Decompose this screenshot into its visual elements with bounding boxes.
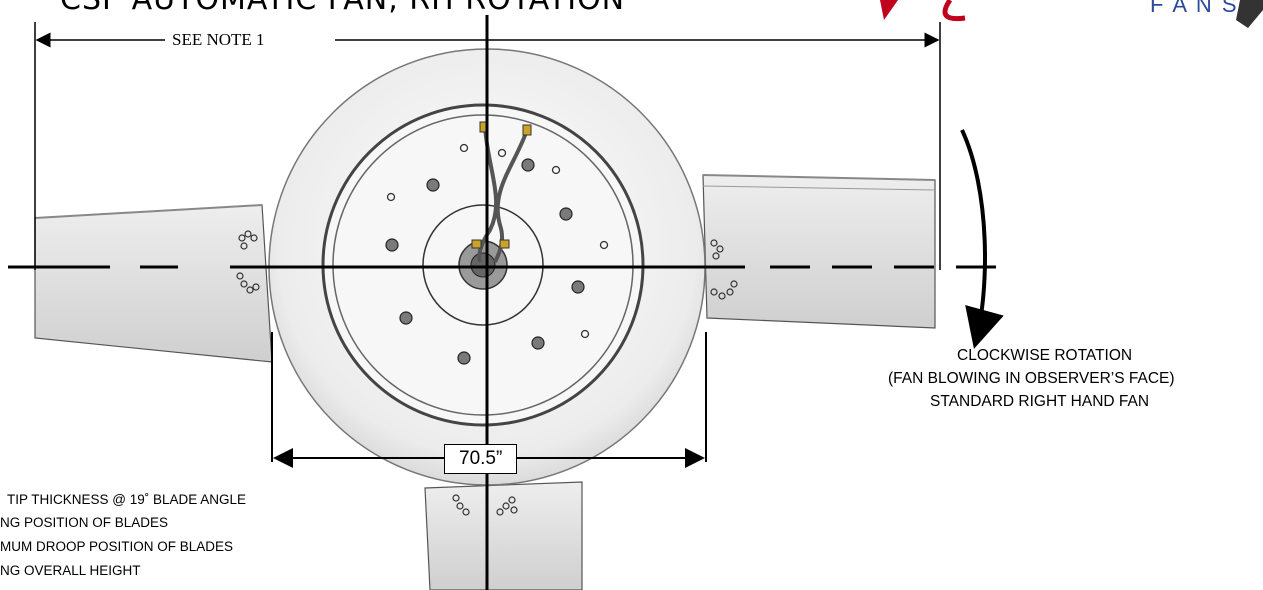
logo-red-mark: [880, 0, 898, 20]
blade-right: [702, 174, 936, 329]
note-line-4: NG OVERALL HEIGHT: [0, 563, 141, 578]
logo-dark-mark: [1236, 0, 1263, 28]
overall-dimension-note: SEE NOTE 1: [166, 30, 271, 50]
hub-holes: [386, 143, 609, 339]
hub-diameter-label: 70.5”: [444, 444, 518, 474]
note-line-3: MUM DROOP POSITION OF BLADES: [0, 539, 234, 554]
rotation-arrow: [960, 129, 1004, 349]
rotation-line-2: (FAN BLOWING IN OBSERVER’S FACE): [888, 370, 1175, 387]
rotation-line-1: CLOCKWISE ROTATION: [957, 347, 1133, 364]
drawing-title: CSP AUTOMATIC FAN, RH ROTATION: [60, 0, 625, 17]
hub-bolts: [385, 158, 585, 365]
hoses: [477, 126, 529, 263]
rotation-line-3: STANDARD RIGHT HAND FAN: [930, 393, 1150, 410]
hose-fittings: [471, 121, 532, 249]
logo-text: F A N S: [1150, 0, 1239, 17]
blade-left: [34, 204, 273, 363]
note-line-1: TIP THICKNESS @ 19˚ BLADE ANGLE: [7, 492, 247, 507]
overall-width-dimension: [34, 22, 941, 270]
logo-red-swoosh: [942, 0, 966, 22]
logo: [880, 0, 1263, 28]
blade-bottom: [424, 481, 583, 590]
note-line-2: NG POSITION OF BLADES: [0, 515, 169, 530]
